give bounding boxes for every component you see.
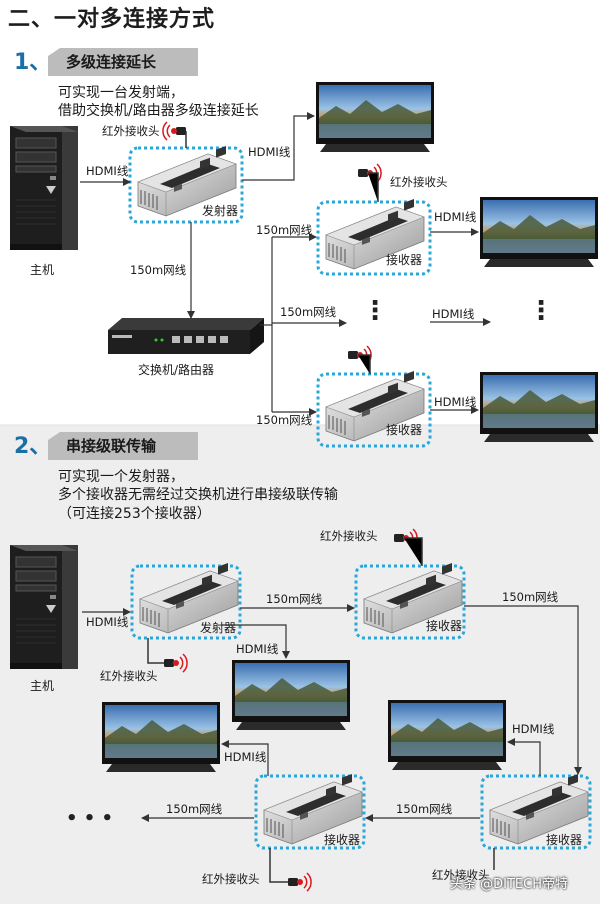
receiver-label: 接收器 [386, 423, 423, 437]
receiver-label: 接收器 [386, 253, 423, 267]
section1-title: 多级连接延长 [66, 53, 157, 71]
hdmi-cable-label: HDMI线 [434, 210, 477, 224]
ir-receiver-label: 红外接收头 [100, 669, 158, 683]
hdmi-cable-label: HDMI线 [86, 164, 129, 178]
switch-router-label: 交换机/路由器 [138, 363, 215, 377]
receiver-label: 接收器 [324, 833, 361, 847]
host-label: 主机 [30, 263, 55, 277]
network-cable-label: 150m网线 [256, 413, 313, 427]
section2-number: 2、 [14, 434, 52, 459]
hdmi-cable-label: HDMI线 [236, 642, 279, 656]
watermark: 头条 @DITECH帝特 [450, 877, 568, 892]
hdmi-cable-label: HDMI线 [432, 307, 475, 321]
transmitter-label: 发射器 [200, 621, 237, 635]
section1-number: 1、 [14, 50, 52, 75]
host-label: 主机 [30, 679, 55, 693]
more-displays-dots: ⋮ [528, 296, 554, 326]
hdmi-cable-label: HDMI线 [224, 750, 267, 764]
network-cable-label: 150m网线 [396, 802, 453, 816]
section2-desc-line1: 可实现一个发射器， [58, 469, 184, 485]
hdmi-cable-label: HDMI线 [248, 145, 291, 159]
section1-desc-line2: 借助交换机/路由器多级连接延长 [58, 103, 259, 119]
ir-receiver-label: 红外接收头 [390, 175, 448, 189]
hdmi-cable-label: HDMI线 [86, 615, 129, 629]
hdmi-cable-label: HDMI线 [434, 395, 477, 409]
ir-receiver-label: 红外接收头 [202, 872, 260, 886]
transmitter-label: 发射器 [202, 204, 239, 218]
network-cable-label: 150m网线 [166, 802, 223, 816]
section2-desc-line3: （可连接253个接收器） [58, 506, 211, 522]
network-cable-label: 150m网线 [130, 263, 187, 277]
network-cable-label: 150m网线 [280, 305, 337, 319]
section2-desc-line2: 多个接收器无需经过交换机进行串接级联传输 [58, 487, 338, 503]
section2-title: 串接级联传输 [66, 437, 157, 455]
section1-desc-line1: 可实现一台发射端， [58, 85, 184, 101]
network-cable-label: 150m网线 [266, 592, 323, 606]
more-receivers-dots: ⋮ [362, 296, 388, 326]
receiver-label: 接收器 [546, 833, 583, 847]
ir-receiver-label: 红外接收头 [320, 529, 378, 543]
hdmi-cable-label: HDMI线 [512, 722, 555, 736]
network-cable-label: 150m网线 [256, 223, 313, 237]
more-receivers-dots: • • • [66, 808, 114, 829]
receiver-label: 接收器 [426, 619, 463, 633]
network-cable-label: 150m网线 [502, 590, 559, 604]
ir-receiver-label: 红外接收头 [432, 868, 490, 882]
ir-receiver-label: 红外接收头 [102, 124, 160, 138]
page-title: 二、一对多连接方式 [8, 7, 216, 32]
